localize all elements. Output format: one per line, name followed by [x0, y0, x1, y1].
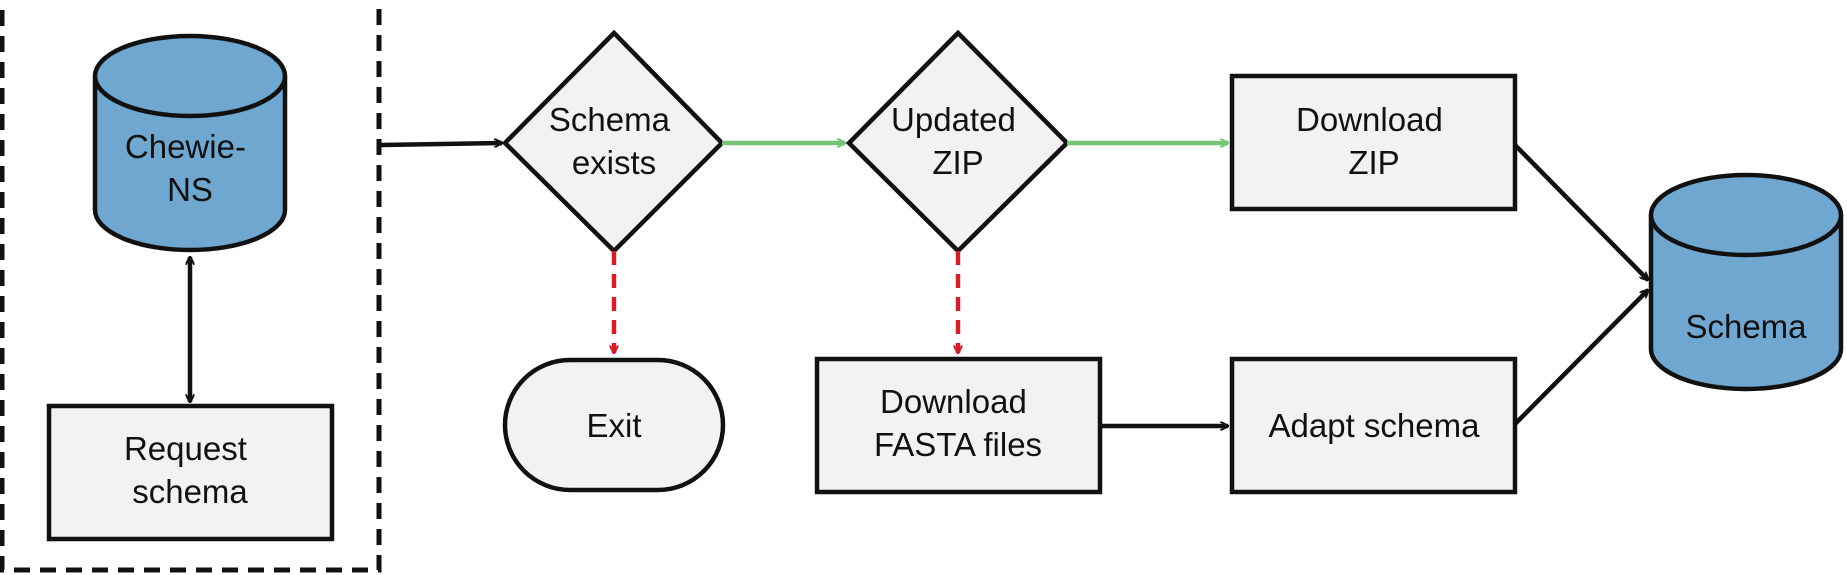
download-zip-to-schema-arrow	[1513, 143, 1648, 280]
download-zip-box: Download ZIP	[1229, 73, 1518, 212]
adapt-schema-box: Adapt schema	[1229, 356, 1518, 495]
exit-label: Exit	[586, 407, 641, 444]
chewie-ns-label: Chewie- NS	[125, 128, 255, 208]
schema-exists-label: Schema exists	[549, 101, 679, 181]
adapt-schema-to-schema-arrow	[1513, 290, 1648, 426]
updated-zip-label: Updated ZIP	[891, 101, 1025, 181]
request-schema-label: Request schema	[124, 430, 256, 510]
request-schema-box: Request schema	[46, 403, 335, 542]
schema-database: Schema	[1648, 172, 1844, 392]
exit-terminator: Exit	[502, 357, 726, 493]
download-fasta-label: Download FASTA files	[874, 383, 1042, 463]
download-zip-label: Download ZIP	[1296, 101, 1452, 181]
download-fasta-box: Download FASTA files	[814, 356, 1103, 495]
updated-zip-diamond: Updated ZIP	[845, 29, 1071, 255]
client-group-boundary	[0, 0, 382, 573]
adapt-schema-label: Adapt schema	[1269, 407, 1481, 444]
schema-db-label: Schema	[1685, 308, 1807, 345]
chewie-ns-database: Chewie- NS	[92, 33, 288, 253]
group-to-schema-exists-arrow	[378, 143, 502, 145]
schema-exists-diamond: Schema exists	[501, 29, 726, 255]
